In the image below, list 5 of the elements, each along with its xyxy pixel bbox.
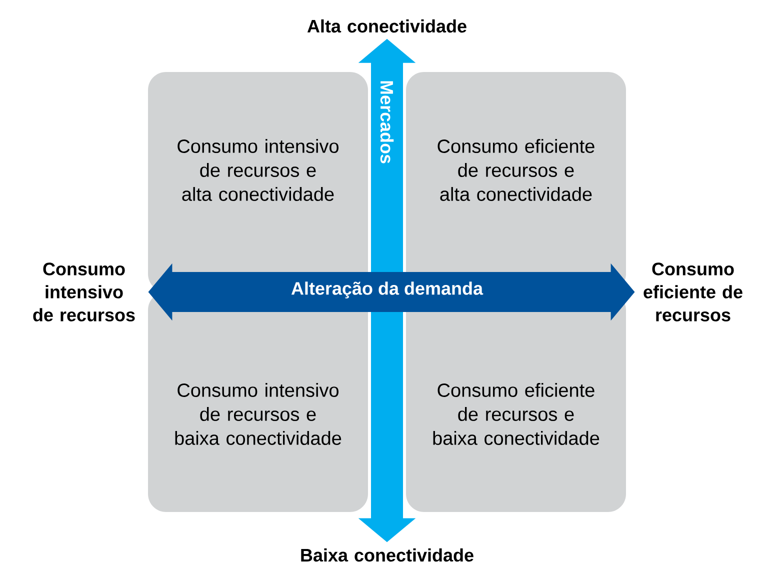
axis-end-label: Alta conectividade bbox=[307, 19, 466, 33]
arrow-label: Mercados bbox=[379, 78, 395, 166]
axis-end-label: Baixa conectividade bbox=[301, 548, 474, 562]
axis-end-label: Consumo intensivo de recursos bbox=[33, 262, 135, 322]
axis-end-label: Consumo eficiente de recursos bbox=[644, 262, 742, 322]
